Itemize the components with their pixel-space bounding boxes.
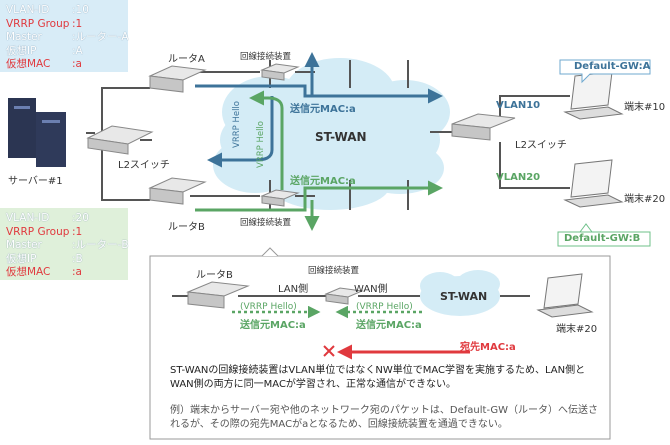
info-a-val: :ルーター-A [72, 31, 129, 43]
info-b-key: VLAN-ID [6, 212, 50, 224]
inset-router-icon [186, 281, 250, 309]
inset-line-device-icon [324, 287, 364, 305]
laptop-20-icon [563, 159, 624, 208]
info-box-b: VLAN-ID :20 VRRP Group:1 Master :ルーター-B 仮想… [0, 208, 129, 280]
vlan10-label: VLAN10 [496, 100, 541, 111]
router-a-label: ルータA [168, 54, 205, 65]
blue-arrow-src-mac [195, 84, 443, 104]
info-a-key: VLAN-ID [6, 4, 50, 16]
info-a-val: :1 [72, 17, 83, 30]
wan-side-label: WAN側 [354, 284, 388, 295]
inset-line-device-label: 回線接続装置 [308, 266, 360, 276]
server-label: サーバー#1 [8, 176, 63, 187]
router-b-label: ルータB [168, 222, 205, 233]
lan-side-label: LAN側 [278, 284, 309, 295]
line-device-top-label: 回線接続装置 [240, 52, 292, 62]
blue-arrow-vrrp [207, 96, 274, 168]
info-box-a: VLAN-ID :10 VRRP Group:1 Master :ルーター-A 仮想… [0, 0, 129, 72]
gw-b-callout [557, 223, 651, 247]
info-b-key: VRRP Group [6, 225, 70, 238]
gw-a-label: Default-GW:A [574, 61, 651, 72]
info-a-key: 仮想MAC [6, 58, 51, 70]
info-a-key: 仮想IP [6, 44, 37, 57]
info-a-val: :A [72, 44, 83, 57]
dst-mac-label: 宛先MAC:a [460, 342, 516, 353]
inset-src-mac-right-label: 送信元MAC:a [356, 320, 422, 331]
terminal20-label: 端末#20 [624, 194, 666, 205]
gw-a-callout [559, 59, 651, 84]
info-b-val: :1 [72, 225, 83, 238]
green-arrow-src-mac [195, 180, 443, 212]
laptop-10-icon [563, 71, 624, 120]
inset-cloud [420, 270, 500, 316]
inset-router-label: ルータB [196, 270, 233, 281]
l2-switch-right-label: L2スイッチ [515, 140, 567, 151]
green-arrow-vrrp [249, 90, 284, 190]
blocked-x-icon [323, 345, 335, 357]
inset-src-mac-left-label: 送信元MAC:a [240, 320, 306, 331]
info-a-val: :a [72, 58, 82, 70]
info-b-key: 仮想IP [6, 252, 37, 265]
inset-stwan-label: ST-WAN [440, 290, 488, 303]
explanation-note: ST-WANの回線接続装置はVLAN単位ではなくNW単位でMAC学習を実施するた… [170, 365, 586, 390]
line-device-top-icon [260, 63, 300, 81]
inset-laptop-icon [536, 273, 594, 318]
line-device-bottom-label: 回線接続装置 [240, 218, 292, 228]
vlan20-label: VLAN20 [496, 172, 541, 183]
inset-vrrp-right-label: (VRRP Hello) [356, 302, 413, 312]
inset-vrrp-left-label: (VRRP Hello) [240, 302, 297, 312]
info-b-val: :20 [72, 212, 89, 224]
info-a-key: Master [6, 31, 42, 43]
info-a-val: :10 [72, 4, 89, 16]
info-b-key: Master [6, 239, 42, 251]
server-icon [8, 98, 66, 167]
terminal10-label: 端末#10 [624, 102, 666, 113]
vrrp-hello-green-label: VRRP Hello [256, 121, 266, 168]
network-links [86, 60, 570, 210]
src-mac-top-label: 送信元MAC:a [290, 104, 356, 115]
info-b-key: 仮想MAC [6, 266, 51, 278]
info-a-key: VRRP Group [6, 17, 70, 30]
l2-switch-right-icon [451, 113, 516, 141]
l2-switch-left-icon [86, 125, 154, 155]
router-b-icon [148, 177, 207, 205]
info-b-val: :ルーター-B [72, 239, 129, 251]
router-a-icon [148, 65, 207, 93]
src-mac-mid-label: 送信元MAC:a [290, 176, 356, 187]
vrrp-hello-blue-label: VRRP Hello [232, 101, 242, 148]
example-note: 例）端末からサーバー宛や他のネットワーク宛のパケットは、Default-GW（ル… [170, 405, 599, 430]
line-device-bottom-icon [260, 189, 300, 207]
inset-terminal-label: 端末#20 [556, 324, 598, 335]
l2-switch-left-label: L2スイッチ [118, 160, 170, 171]
gw-b-label: Default-GW:B [564, 233, 641, 244]
stwan-label: ST-WAN [315, 130, 367, 144]
info-b-val: :B [72, 252, 83, 265]
info-b-val: :a [72, 266, 82, 278]
